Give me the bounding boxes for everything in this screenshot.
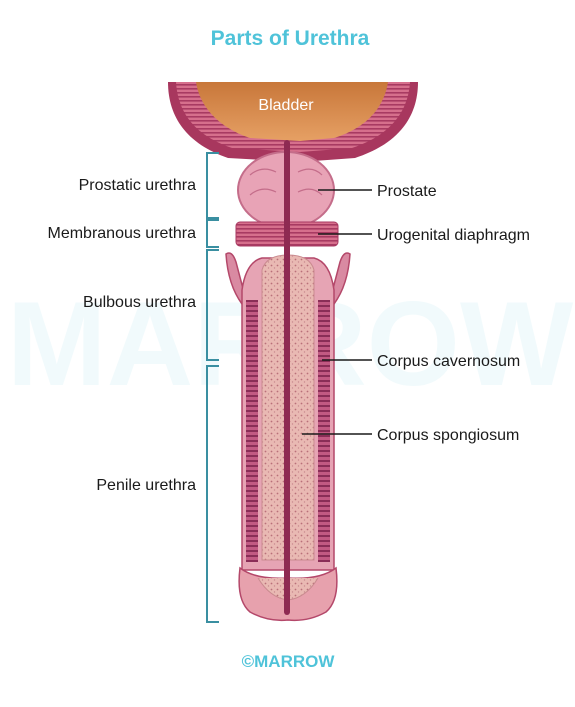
bladder: Bladder [168,82,418,162]
label-bulbous-urethra: Bulbous urethra [83,294,196,311]
copyright-symbol: © [242,652,255,671]
label-membranous-urethra: Membranous urethra [47,225,196,242]
credit: ©MARROW [242,652,336,671]
label-prostate: Prostate [377,183,437,200]
bracket-prostatic [206,152,219,219]
urethra [284,140,290,615]
bracket-penile [206,365,219,623]
bladder-label: Bladder [258,97,314,114]
label-corpus-spongiosum: Corpus spongiosum [377,427,519,444]
credit-brand: MARROW [254,652,335,671]
svg-text:©MARROW: ©MARROW [242,652,336,671]
label-penile-urethra: Penile urethra [96,477,196,494]
page-title: Parts of Urethra [211,27,370,50]
bracket-membranous [206,219,219,248]
label-corpus-cavernosum: Corpus cavernosum [377,353,520,370]
label-prostatic-urethra: Prostatic urethra [79,177,196,194]
label-urogenital-diaphragm: Urogenital diaphragm [377,227,530,244]
bracket-bulbous [206,249,219,361]
